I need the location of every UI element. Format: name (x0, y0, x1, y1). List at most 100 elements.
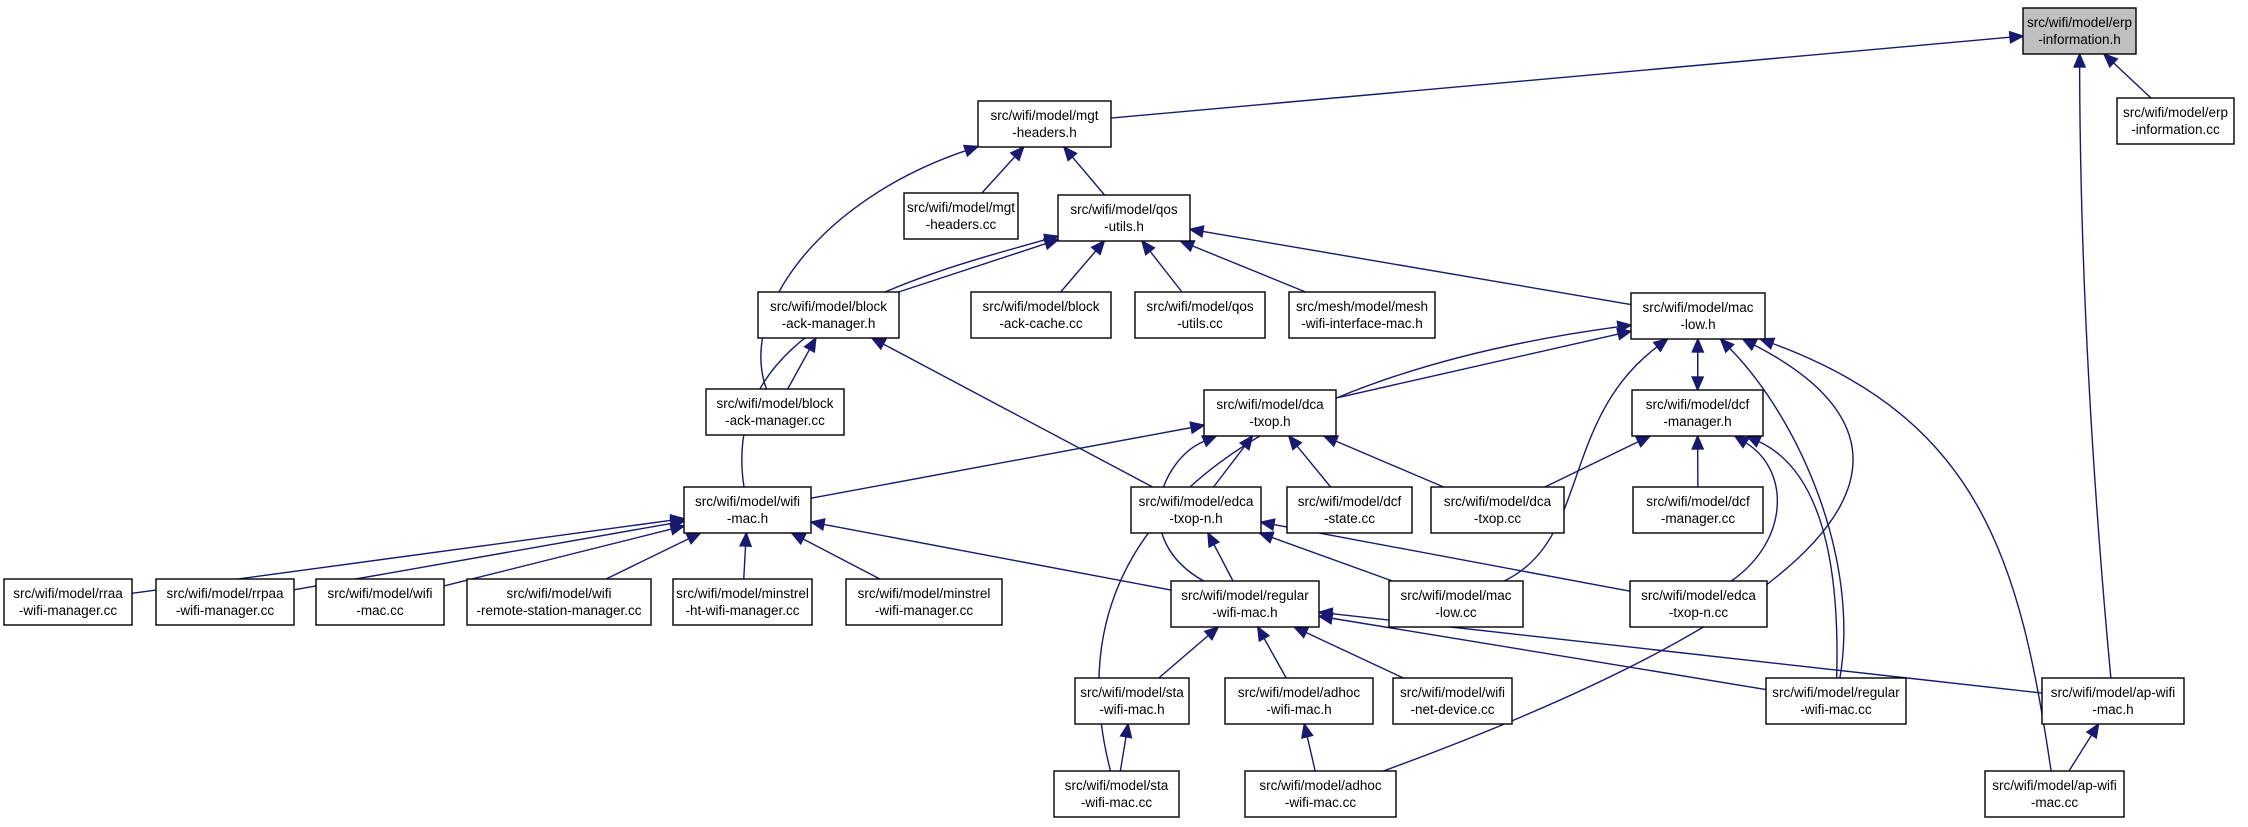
node-dcfm-cc[interactable]: src/wifi/model/dcf-manager.cc (1632, 486, 1764, 534)
edge-arrowhead (1758, 337, 1776, 350)
edge-dca_cc-to-dca_h (1322, 435, 1444, 488)
edge-line (1273, 523, 1631, 592)
edge-arrowhead (1287, 434, 1303, 451)
node-erp-h[interactable]: src/wifi/model/erp-information.h (2022, 7, 2137, 55)
node-label-line2: -manager.h (1663, 414, 1731, 429)
node-rsm-cc[interactable]: src/wifi/model/wifi-remote-station-manag… (466, 578, 652, 626)
edge-line (810, 426, 1192, 499)
node-mgt-cc[interactable]: src/wifi/model/mgt-headers.cc (903, 192, 1019, 240)
edge-line (981, 156, 1016, 194)
node-label-line1: src/wifi/model/ap-wifi (2051, 685, 2176, 700)
edge-line (2113, 62, 2152, 99)
edge-wifimac_h-to-qos_h (741, 233, 1060, 488)
edge-line (1060, 250, 1097, 293)
edge-maclow_cc-to-maclow_h (1503, 337, 1669, 582)
node-netdev-cc[interactable]: src/wifi/model/wifi-net-device.cc (1392, 677, 1513, 725)
node-label-line1: src/wifi/model/dcf (1646, 397, 1750, 412)
node-dca-h[interactable]: src/wifi/model/dca-txop.h (1203, 389, 1337, 437)
node-label-line1: src/wifi/model/edca (1641, 588, 1756, 603)
node-edca-cc[interactable]: src/wifi/model/edca-txop-n.cc (1629, 580, 1768, 628)
node-label-line1: src/wifi/model/erp (2027, 15, 2132, 30)
node-sta-cc[interactable]: src/wifi/model/sta-wifi-mac.cc (1053, 770, 1180, 818)
node-label-line1: src/wifi/model/wifi (327, 586, 432, 601)
node-label-line1: src/mesh/model/mesh (1296, 299, 1428, 314)
edge-arrowhead (1259, 518, 1276, 532)
node-dcfm-h[interactable]: src/wifi/model/dcf -manager.h (1631, 389, 1764, 437)
node-qos-h[interactable]: src/wifi/model/qos-utils.h (1057, 194, 1191, 242)
edge-arrowhead (738, 531, 753, 548)
node-ap-h[interactable]: src/wifi/model/ap-wifi-mac.h (2041, 677, 2185, 725)
node-min-cc[interactable]: src/wifi/model/minstrel-wifi-manager.cc (845, 578, 1003, 626)
node-reg-h[interactable]: src/wifi/model/regular-wifi-mac.h (1170, 580, 1320, 628)
edge-line (760, 150, 966, 390)
edge-dca_h-to-maclow_h (1335, 327, 1633, 399)
edges-layer (131, 30, 2152, 772)
edge-sta_h-to-reg_h (1158, 625, 1220, 679)
node-dcfs-cc[interactable]: src/wifi/model/dcf-state.cc (1286, 486, 1413, 534)
node-qos-cc[interactable]: src/wifi/model/qos-utils.cc (1134, 291, 1266, 339)
node-box (1244, 770, 1397, 818)
node-label-line1: src/wifi/model/mgt (990, 108, 1098, 123)
edge-line (443, 528, 672, 587)
edge-bam_cc-to-mgt_h (760, 144, 980, 390)
node-sta-h[interactable]: src/wifi/model/sta-wifi-mac.h (1074, 677, 1190, 725)
edge-arrowhead (1207, 531, 1221, 549)
node-box (705, 388, 845, 436)
node-bac-cc[interactable]: src/wifi/model/block-ack-cache.cc (970, 291, 1112, 339)
edge-line (605, 538, 689, 580)
edge-maclow_h-to-qos_h (1188, 225, 1632, 306)
edge-arrowhead (1119, 722, 1133, 739)
node-dca-cc[interactable]: src/wifi/model/dca-txop.cc (1430, 486, 1565, 534)
edge-line (1772, 342, 2052, 772)
edge-line (823, 523, 1172, 591)
node-adhoc-h[interactable]: src/wifi/model/adhoc-wifi-mac.h (1224, 677, 1374, 725)
node-box (1203, 389, 1337, 437)
edge-arrowhead (1652, 337, 1669, 353)
node-box (1392, 677, 1513, 725)
node-bam-h[interactable]: src/wifi/model/block-ack-manager.h (757, 291, 900, 339)
node-label-line1: src/wifi/model/block (982, 299, 1099, 314)
node-label-line2: -ack-manager.h (782, 316, 876, 331)
edge-arrowhead (1634, 435, 1652, 448)
node-label-line2: -wifi-mac.h (1266, 702, 1331, 717)
node-mgt-h[interactable]: src/wifi/model/mgt -headers.h (977, 100, 1112, 148)
node-wifimac-h[interactable]: src/wifi/model/wifi-mac.h (683, 486, 812, 534)
node-minht-cc[interactable]: src/wifi/model/minstrel-ht-wifi-manager.… (672, 578, 813, 626)
edge-line (898, 243, 1046, 293)
edge-bam_cc-to-bam_h (787, 336, 817, 390)
node-rrpaa-cc[interactable]: src/wifi/model/rrpaa-wifi-manager.cc (155, 578, 295, 626)
edge-arrowhead (1691, 434, 1705, 450)
edge-line (1212, 445, 1246, 488)
node-maclow-h[interactable]: src/wifi/model/mac-low.h (1630, 292, 1766, 340)
edge-minht_cc-to-wifimac_h (738, 531, 753, 580)
node-reg-cc[interactable]: src/wifi/model/regular-wifi-mac.cc (1765, 677, 1907, 725)
node-mesh-h[interactable]: src/mesh/model/mesh-wifi-interface-mac.h (1288, 291, 1436, 339)
edge-adhoc_h-to-reg_h (1256, 625, 1287, 679)
node-label-line2: -wifi-manager.cc (19, 603, 118, 618)
node-box (1130, 486, 1262, 534)
edge-qos_cc-to-qos_h (1140, 239, 1183, 293)
node-ap-cc[interactable]: src/wifi/model/ap-wifi-mac.cc (1984, 770, 2125, 818)
node-maclow-cc[interactable]: src/wifi/model/mac-low.cc (1388, 580, 1524, 628)
edge-line (1119, 736, 1127, 772)
edge-qos_h-to-mgt_h (1062, 145, 1106, 196)
nodes-layer: src/wifi/model/erp-information.hsrc/wifi… (3, 7, 2235, 818)
node-erp-cc[interactable]: src/wifi/model/erp-information.cc (2116, 97, 2235, 145)
node-label-line1: src/wifi/model/erp (2123, 105, 2228, 120)
node-wifimac-cc[interactable]: src/wifi/model/wifi -mac.cc (315, 578, 445, 626)
edge-edca_cc-to-edca_h (1259, 518, 1631, 592)
node-label-line2: -mac.cc (356, 603, 404, 618)
edge-line (1213, 544, 1234, 582)
node-label-line2: -remote-station-manager.cc (476, 603, 641, 618)
node-edca-h[interactable]: src/wifi/model/edca-txop-n.h (1130, 486, 1262, 534)
edge-line (1098, 326, 1619, 772)
node-label-line2: -wifi-mac.cc (1800, 702, 1871, 717)
edge-line (1202, 230, 1632, 306)
node-box (672, 578, 813, 626)
node-label-line2: -ack-manager.cc (725, 413, 825, 428)
node-label-line2: -headers.h (1012, 125, 1077, 140)
node-adhoc-cc[interactable]: src/wifi/model/adhoc-wifi-mac.cc (1244, 770, 1397, 818)
node-bam-cc[interactable]: src/wifi/model/block-ack-manager.cc (705, 388, 845, 436)
node-rraa-cc[interactable]: src/wifi/model/rraa-wifi-manager.cc (3, 578, 133, 626)
node-label-line1: src/wifi/model/ap-wifi (1992, 778, 2117, 793)
